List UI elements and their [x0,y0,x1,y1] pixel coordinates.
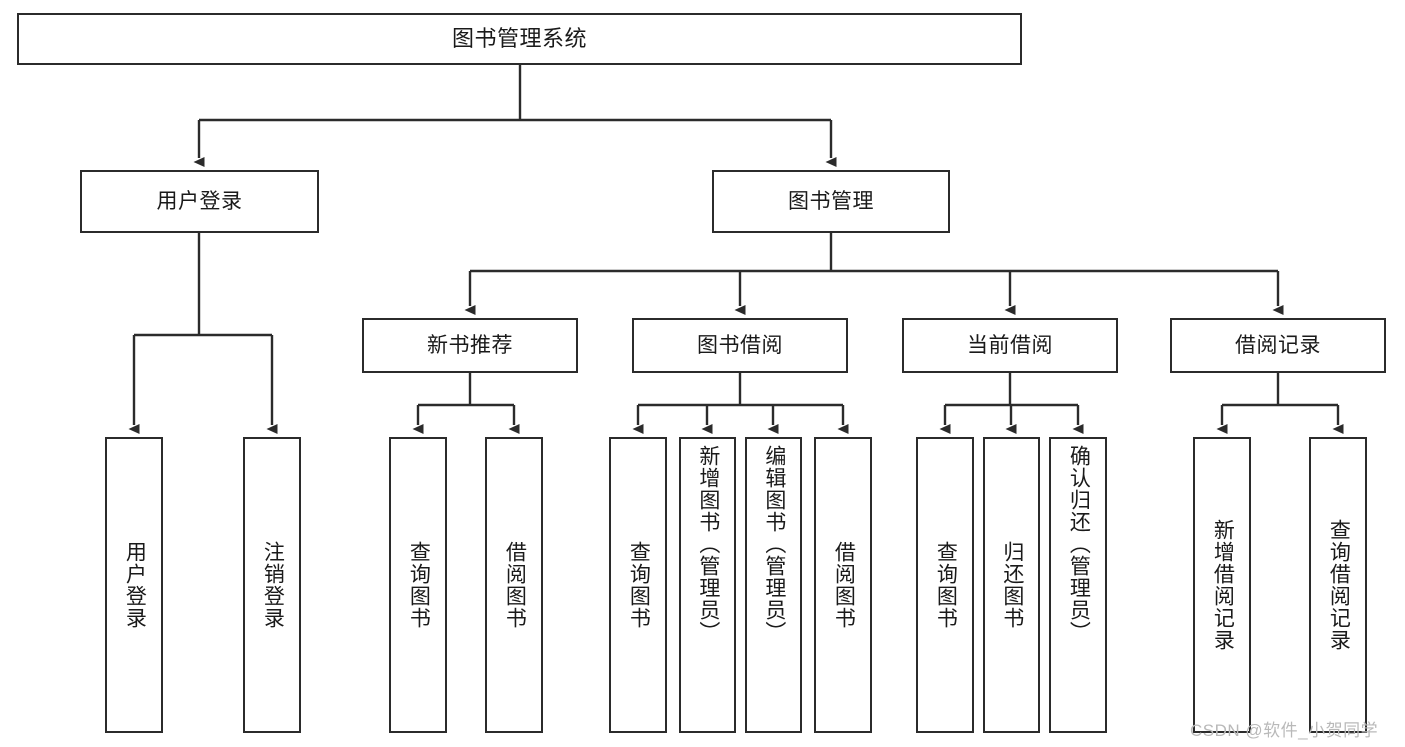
node-current-borrow-label: 当前借阅 [967,333,1053,357]
leaf-record-query-record-label: 查询借阅记录 [1327,519,1351,651]
node-book-borrow-label: 图书借阅 [697,333,783,357]
node-user-login[interactable]: 用户登录 [80,170,319,233]
leaf-record-query-record[interactable]: 查询借阅记录 [1309,437,1367,733]
leaf-borrow-borrow-book-label: 借阅图书 [832,541,856,629]
node-book-management[interactable]: 图书管理 [712,170,950,233]
leaf-new-book-query[interactable]: 查询图书 [389,437,447,733]
leaf-new-book-query-label: 查询图书 [407,541,431,629]
node-borrow-record[interactable]: 借阅记录 [1170,318,1386,373]
node-book-management-label: 图书管理 [788,189,874,213]
leaf-user-login-signin-label: 用户登录 [123,541,147,629]
leaf-user-login-signout-label: 注销登录 [261,541,285,629]
node-borrow-record-label: 借阅记录 [1235,333,1321,357]
leaf-borrow-edit-book-admin[interactable]: 编辑图书（管理员） [745,437,802,733]
node-user-login-label: 用户登录 [156,189,243,213]
leaf-borrow-query-book-label: 查询图书 [627,541,651,629]
node-new-book-recommend[interactable]: 新书推荐 [362,318,578,373]
leaf-new-book-borrow-label: 借阅图书 [503,541,527,629]
leaf-record-add-record-label: 新增借阅记录 [1211,519,1235,651]
leaf-current-query-book-label: 查询图书 [934,541,958,629]
leaf-borrow-query-book[interactable]: 查询图书 [609,437,667,733]
leaf-current-confirm-return-admin[interactable]: 确认归还（管理员） [1049,437,1107,733]
node-book-borrow[interactable]: 图书借阅 [632,318,848,373]
leaf-record-add-record[interactable]: 新增借阅记录 [1193,437,1251,733]
leaf-current-query-book[interactable]: 查询图书 [916,437,974,733]
leaf-borrow-add-book-admin[interactable]: 新增图书（管理员） [679,437,736,733]
node-root-label: 图书管理系统 [451,25,587,51]
leaf-user-login-signout[interactable]: 注销登录 [243,437,301,733]
leaf-current-return-book[interactable]: 归还图书 [983,437,1040,733]
csdn-watermark: CSDN @软件_小贺同学 [1190,721,1379,740]
leaf-current-confirm-return-admin-label: 确认归还（管理员） [1067,445,1091,643]
node-current-borrow[interactable]: 当前借阅 [902,318,1118,373]
leaf-new-book-borrow[interactable]: 借阅图书 [485,437,543,733]
leaf-borrow-borrow-book[interactable]: 借阅图书 [814,437,872,733]
node-root[interactable]: 图书管理系统 [17,13,1022,65]
leaf-borrow-edit-book-admin-label: 编辑图书（管理员） [762,445,786,643]
leaf-current-return-book-label: 归还图书 [1000,541,1024,629]
node-new-book-recommend-label: 新书推荐 [427,333,513,357]
leaf-user-login-signin[interactable]: 用户登录 [105,437,163,733]
leaf-borrow-add-book-admin-label: 新增图书（管理员） [696,445,720,643]
